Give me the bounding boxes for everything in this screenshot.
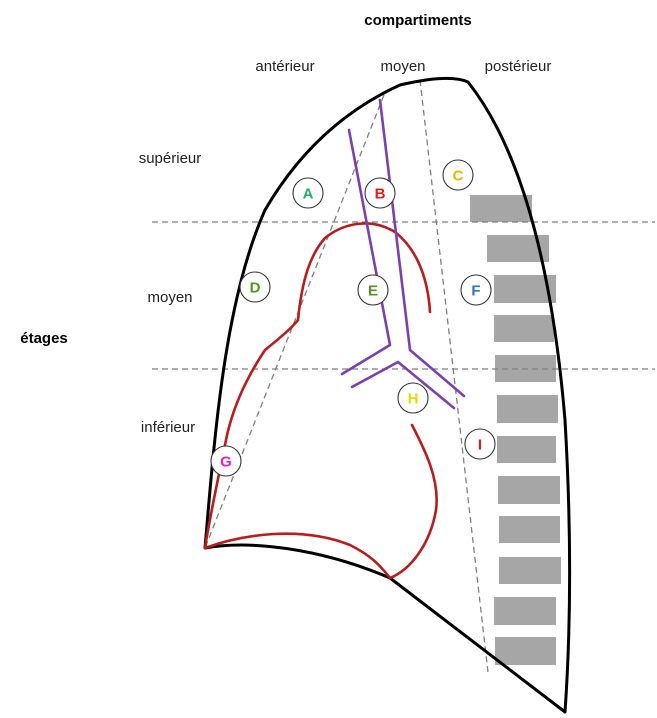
marker-e: E xyxy=(358,275,388,305)
vertebra xyxy=(494,315,554,342)
vertebra xyxy=(497,436,556,463)
level-inferior-label: inférieur xyxy=(141,419,195,436)
trachea-left-wall xyxy=(342,130,390,374)
marker-d: D xyxy=(240,272,270,302)
marker-i: I xyxy=(465,429,495,459)
marker-h: H xyxy=(398,383,428,413)
compartment-anterior-label: antérieur xyxy=(255,58,314,75)
marker-letter: D xyxy=(250,280,261,297)
compartment-posterior-label: postérieur xyxy=(485,58,552,75)
vertebra xyxy=(498,476,560,504)
marker-letter: A xyxy=(303,186,314,203)
marker-letter: I xyxy=(478,437,482,454)
levels-title: étages xyxy=(20,330,68,347)
trachea xyxy=(342,100,464,408)
compartment-middle-label: moyen xyxy=(380,58,425,75)
vertebra xyxy=(499,557,561,584)
aortic-arch xyxy=(298,223,430,320)
vertebra xyxy=(499,516,560,543)
compartments-title: compartiments xyxy=(364,12,472,29)
marker-f: F xyxy=(461,275,491,305)
vertebra xyxy=(495,637,556,665)
marker-letter: B xyxy=(375,186,386,203)
marker-c: C xyxy=(443,160,473,190)
marker-a: A xyxy=(293,178,323,208)
level-superior-label: supérieur xyxy=(139,150,202,167)
vertebra xyxy=(497,395,558,423)
vertebra xyxy=(494,597,556,625)
marker-letter: E xyxy=(368,283,378,300)
level-middle-label: moyen xyxy=(147,289,192,306)
vertebra xyxy=(470,195,532,222)
compartment-boundaries xyxy=(152,80,655,672)
marker-letter: H xyxy=(408,391,419,408)
marker-letter: G xyxy=(220,454,232,471)
marker-b: B xyxy=(365,178,395,208)
region-markers: A B C D E F G H I xyxy=(211,160,495,476)
marker-letter: F xyxy=(471,283,480,300)
marker-letter: C xyxy=(453,168,464,185)
marker-g: G xyxy=(211,446,241,476)
